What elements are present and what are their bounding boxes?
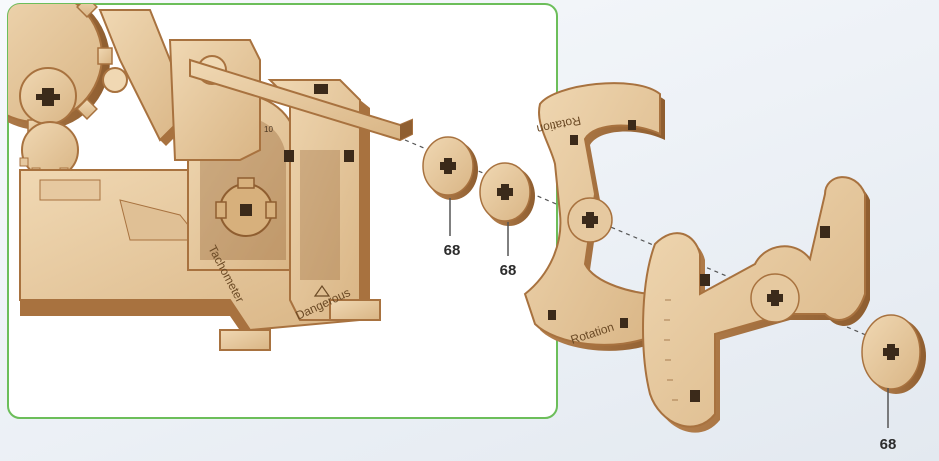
- dial-number-10: 10: [264, 125, 273, 134]
- rotor-h-part: [643, 177, 870, 433]
- part-number-label: 68: [500, 262, 517, 279]
- part-number-label: 68: [444, 242, 461, 259]
- part-number-label: 68: [880, 436, 897, 453]
- washer-part-3: 68: [862, 315, 926, 453]
